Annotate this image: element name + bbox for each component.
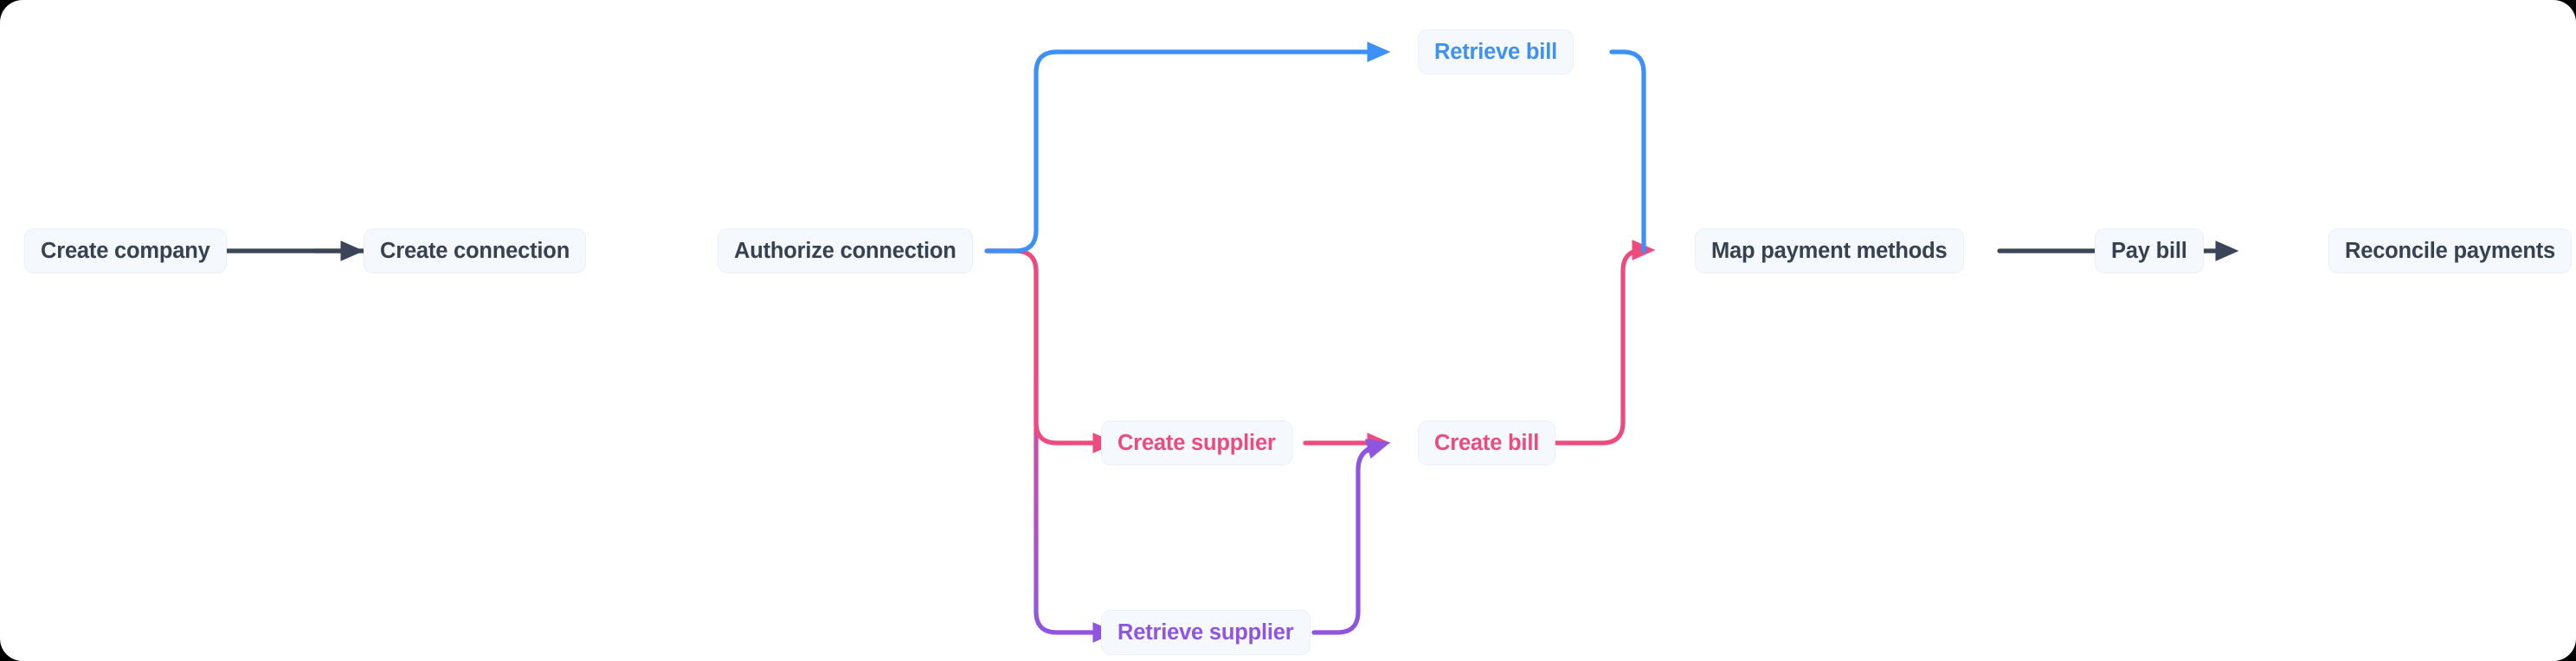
node-label: Authorize connection <box>734 238 956 263</box>
node-label: Reconcile payments <box>2345 238 2555 263</box>
node-pay-bill[interactable]: Pay bill <box>2095 228 2204 273</box>
node-map-payment-methods[interactable]: Map payment methods <box>1695 228 1964 273</box>
node-label: Create bill <box>1434 430 1540 455</box>
edge-authorize-connection-to-create-supplier <box>984 248 1117 453</box>
node-create-supplier[interactable]: Create supplier <box>1101 420 1292 465</box>
node-retrieve-supplier[interactable]: Retrieve supplier <box>1101 610 1311 655</box>
node-label: Retrieve bill <box>1434 39 1557 64</box>
edge-retrieve-supplier-to-create-bill <box>1311 439 1391 635</box>
edge-authorize-connection-to-retrieve-supplier <box>984 248 1117 643</box>
edge-create-bill-to-map-payment-methods <box>1505 240 1656 446</box>
node-create-connection[interactable]: Create connection <box>364 228 587 273</box>
node-label: Create supplier <box>1117 430 1276 455</box>
node-label: Map payment methods <box>1711 238 1948 263</box>
node-label: Pay bill <box>2111 238 2187 263</box>
edge-authorize-connection-to-retrieve-bill <box>984 42 1391 253</box>
edge-retrieve-bill-to-map-payment-methods <box>1609 49 1646 253</box>
node-reconcile-payments[interactable]: Reconcile payments <box>2328 228 2572 273</box>
node-create-company[interactable]: Create company <box>24 228 227 273</box>
node-create-bill[interactable]: Create bill <box>1418 420 1556 465</box>
node-label: Create connection <box>380 238 570 263</box>
node-label: Retrieve supplier <box>1117 619 1294 645</box>
node-label: Create company <box>41 238 210 263</box>
node-authorize-connection[interactable]: Authorize connection <box>718 228 973 273</box>
node-retrieve-bill[interactable]: Retrieve bill <box>1418 29 1574 74</box>
